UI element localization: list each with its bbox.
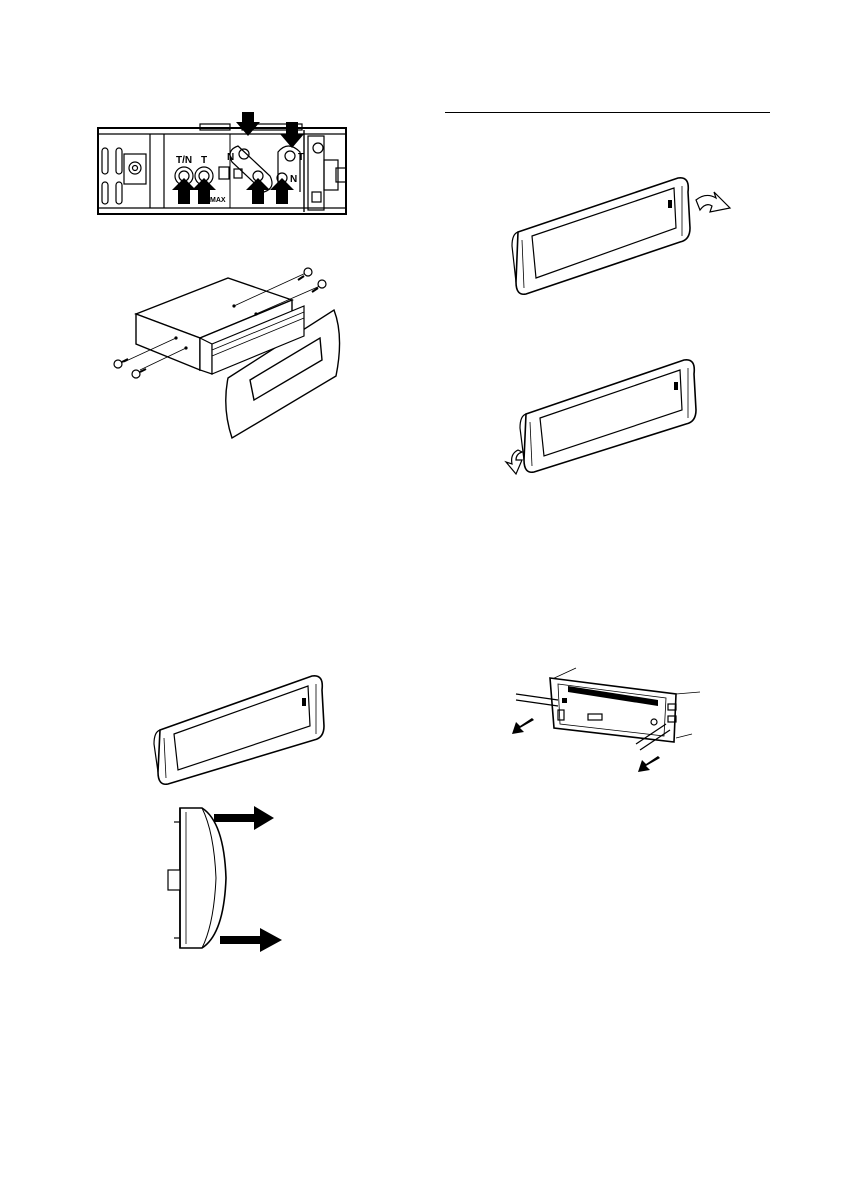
arrow-down-icon [236,112,260,136]
label-tn: T/N [176,155,192,166]
front-panel-figure [152,668,332,788]
label-t-right: T [298,152,304,163]
unit-removal-figure [506,664,702,774]
mounting-bracket-figure: T/N T N T N MAX [92,112,354,224]
front-panel-attach-figure [510,170,742,298]
arrow-down-icon [280,122,304,148]
curved-arrow-icon [506,450,522,474]
arrow-right-icon [220,928,282,952]
screw-icon [132,369,146,378]
screw-mounting-figure [110,266,346,442]
screw-icon [114,359,128,368]
front-panel-detach-figure [498,350,708,476]
arrow-down-left-icon [512,718,534,734]
section-divider [445,112,770,113]
label-t-left: T [201,155,207,166]
label-n-left: N [227,152,234,163]
arrow-down-left-icon [638,756,660,772]
arrow-right-icon [214,806,274,830]
label-n-mid: N [290,174,297,185]
front-panel-side-view-figure [158,802,288,954]
curved-arrow-icon [696,192,730,212]
arrow-up-icon [172,178,196,204]
screw-icon [312,280,326,292]
screw-icon [298,268,312,280]
label-max: MAX [210,197,226,204]
